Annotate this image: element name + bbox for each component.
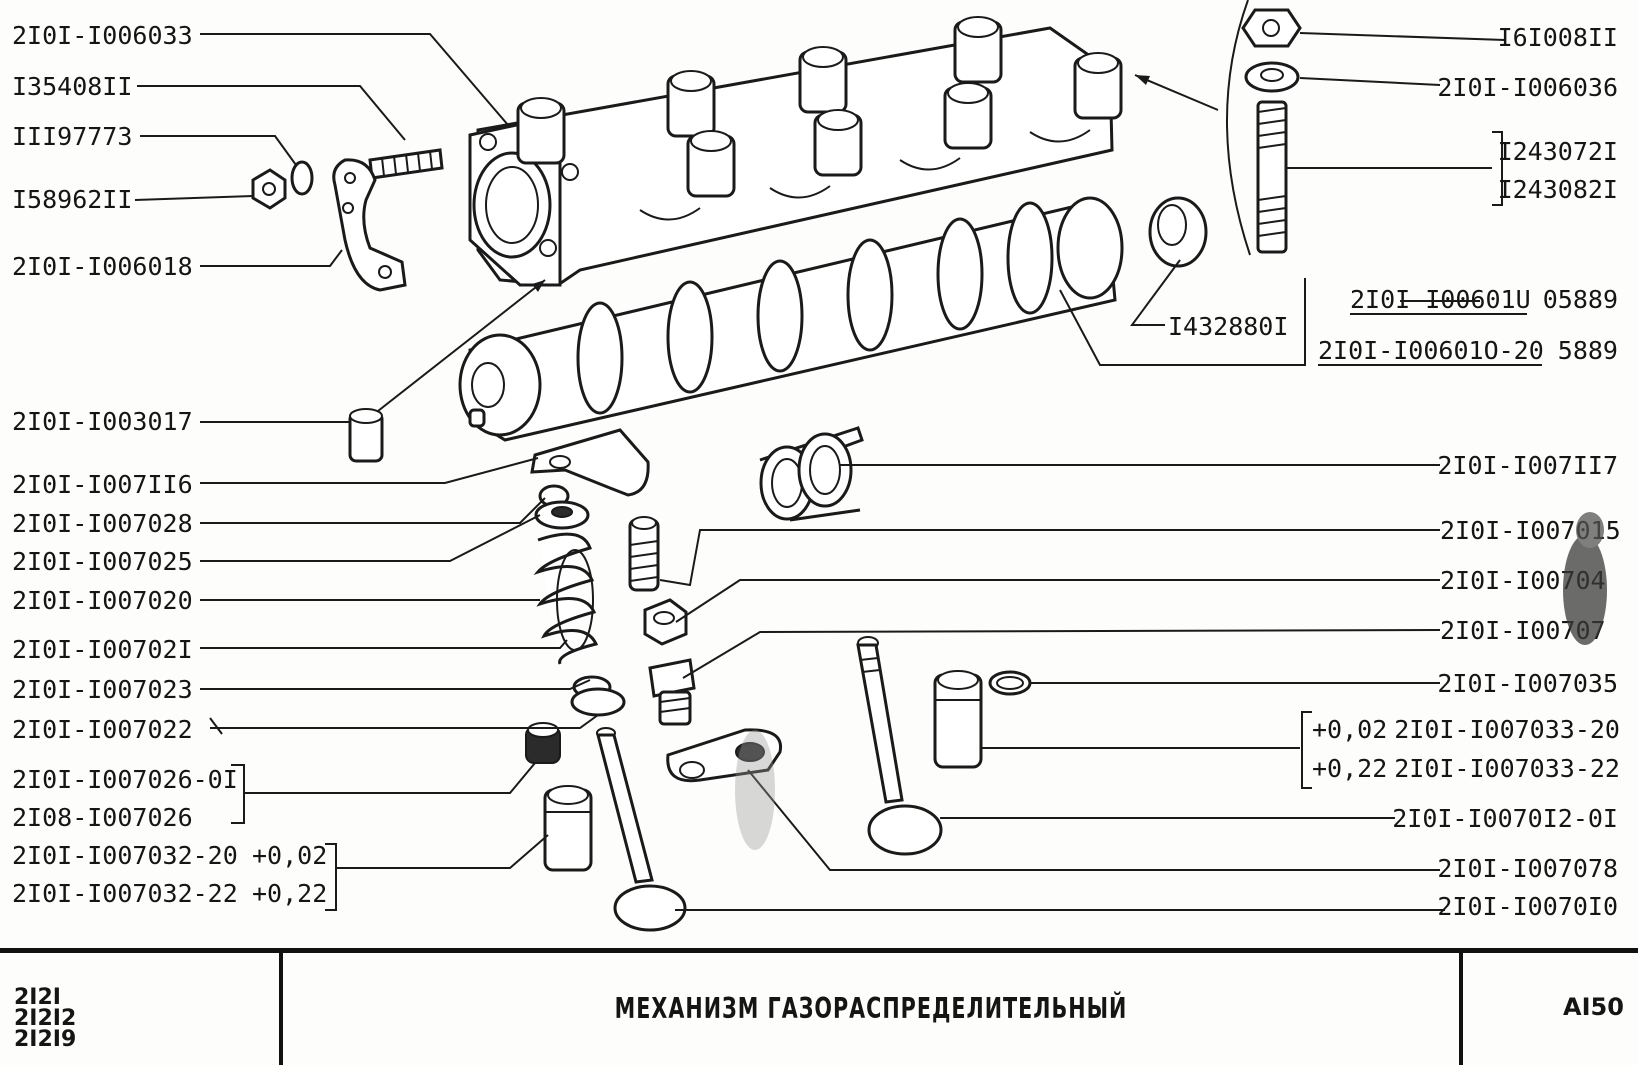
- spring-clip-illustration: [759, 426, 864, 522]
- labels-right: I6I008II 2I0I-I006036 I243072I I243082I …: [1168, 23, 1621, 921]
- ring-illustration: [988, 670, 1032, 696]
- label-seal-a: 2I0I-I007026-0I: [12, 765, 238, 794]
- label-stud-b: I243082I: [1498, 175, 1618, 204]
- code-camshaft-b: 5889: [1558, 336, 1618, 365]
- code-camshaft-a: 05889: [1543, 285, 1618, 314]
- rocker-arm-illustration: [530, 428, 650, 497]
- label-camshaft-plug: I432880I: [1168, 312, 1288, 341]
- label-nut-top: I6I008II: [1498, 23, 1618, 52]
- leader-lines: [134, 32, 1506, 911]
- label-stud-small: I35408II: [12, 72, 132, 101]
- label-camshaft-b: 2I0I-I00601O-20: [1318, 336, 1544, 365]
- camshaft-housing-illustration: [468, 16, 1123, 287]
- camshaft-lobes: [576, 201, 1054, 415]
- intake-valve-illustration: [596, 727, 687, 932]
- tolerance-guide-b: +0,22: [252, 879, 327, 908]
- label-spring-outer: 2I0I-I007020: [12, 586, 193, 615]
- label-bushing: 2I0I-I003017: [12, 407, 193, 436]
- label-guide-a: 2I0I-I007032-20: [12, 841, 238, 870]
- label-guide-d: 2I0I-I007033-22: [1394, 754, 1620, 783]
- tolerance-guide-d: +0,22: [1312, 754, 1387, 783]
- label-washer-top: 2I0I-I006036: [1437, 73, 1618, 102]
- labels-left: 2I0I-I006033 I35408II III97773 I58962II …: [12, 21, 327, 908]
- valve-spring-stack-illustration: [533, 484, 626, 717]
- camshaft-illustration: [458, 196, 1124, 442]
- camshaft-plug-illustration: [1148, 196, 1208, 268]
- valve-guide-right-illustration: [933, 670, 983, 769]
- threaded-bushing-illustration: [648, 658, 696, 726]
- label-guide-c: 2I0I-I007033-20: [1394, 715, 1620, 744]
- model-item: 2I2I2: [14, 1006, 77, 1031]
- label-bracket: 2I0I-I006018: [12, 252, 193, 281]
- adjusting-bolt-illustration: [628, 516, 660, 592]
- valve-seal-illustration: [525, 722, 561, 764]
- label-valve-intake: 2I0I-I0070I0: [1437, 892, 1618, 921]
- tolerance-guide-c: +0,02: [1312, 715, 1387, 744]
- title-cell: МЕХАНИЗМ ГАЗОРАСПРЕДЕЛИТЕЛЬНЫЙ: [283, 953, 1463, 1065]
- label-plate: 2I0I-I007078: [1437, 854, 1618, 883]
- label-nut-small: I58962II: [12, 185, 132, 214]
- valve-guide-left-illustration: [543, 785, 593, 872]
- label-cam-housing: 2I0I-I006033: [12, 21, 193, 50]
- tolerance-guide-a: +0,02: [252, 841, 327, 870]
- bushing-illustration: [348, 408, 384, 463]
- label-washer-outer: 2I0I-I007022: [12, 715, 193, 744]
- title-block: 2I2I 2I2I2 2I2I9 МЕХАНИЗМ ГАЗОРАСПРЕДЕЛИ…: [0, 948, 1638, 1065]
- exploded-view-drawing: 2I0I-I006033 I35408II III97773 I58962II …: [12, 0, 1621, 932]
- label-valve-exhaust: 2I0I-I0070I2-0I: [1392, 804, 1618, 833]
- print-smudges: [735, 512, 1607, 850]
- label-camshaft-a: 2I0I-I00601U: [1350, 285, 1531, 314]
- plate-illustration: [666, 728, 783, 783]
- model-item: 2I2I9: [14, 1027, 77, 1052]
- sheet-number-cell: AI50: [1463, 953, 1638, 1065]
- label-spring-plate: 2I0I-I007025: [12, 547, 193, 576]
- stud-nut-assembly-illustration: [1226, 0, 1302, 256]
- label-washer-small: III97773: [12, 122, 132, 151]
- label-washer-inner: 2I0I-I007023: [12, 675, 193, 704]
- model-item: 2I2I: [14, 985, 61, 1010]
- label-cotter: 2I0I-I007028: [12, 509, 193, 538]
- label-rocker-arm: 2I0I-I007II6: [12, 470, 193, 499]
- label-spring-inner: 2I0I-I00702I: [12, 635, 193, 664]
- lock-nut-illustration: [643, 598, 688, 646]
- label-ring: 2I0I-I007035: [1437, 669, 1618, 698]
- label-spring-clip: 2I0I-I007II7: [1437, 451, 1618, 480]
- label-guide-b: 2I0I-I007032-22: [12, 879, 238, 908]
- housing-bosses: [516, 16, 1123, 198]
- label-stud-a: I243072I: [1498, 137, 1618, 166]
- sheet-title: МЕХАНИЗМ ГАЗОРАСПРЕДЕЛИТЕЛЬНЫЙ: [614, 992, 1128, 1026]
- label-seal-b: 2I08-I007026: [12, 803, 193, 832]
- left-fasteners-illustration: [251, 148, 444, 210]
- model-list: 2I2I 2I2I2 2I2I9: [0, 953, 283, 1065]
- bracket-illustration: [332, 158, 407, 292]
- exhaust-valve-illustration: [856, 636, 943, 856]
- sheet-number: AI50: [1563, 993, 1624, 1021]
